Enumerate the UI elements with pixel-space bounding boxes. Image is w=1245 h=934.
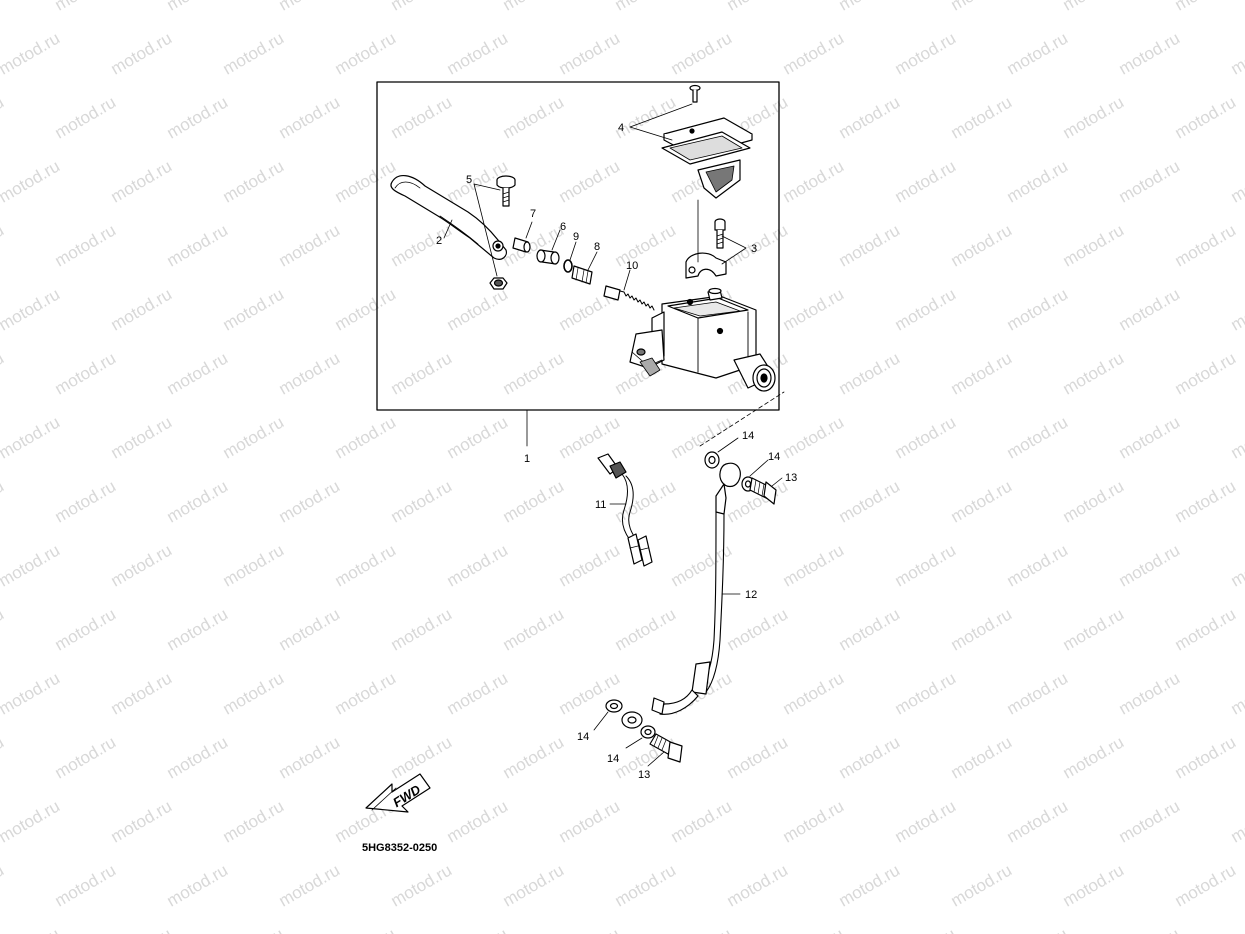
callout-5: 5 [466,174,472,186]
banjo-bolt-lower [649,733,683,763]
callout-2: 2 [436,235,442,247]
callout-8: 8 [594,241,600,253]
callout-14-upper-b: 14 [768,451,780,463]
fwd-arrow [365,773,431,813]
leader-14-lower-a [593,711,609,731]
callout-6: 6 [560,221,566,233]
assembly-frame [376,81,780,411]
leader-13-upper [771,477,783,487]
callout-14-upper-a: 14 [742,430,754,442]
brake-lever [390,175,507,260]
callout-4: 4 [618,122,624,134]
leader-4 [629,103,693,141]
callout-3: 3 [751,243,757,255]
leader-14-lower-b [625,737,643,749]
leader-9 [569,241,577,261]
washer-lower-1 [605,699,623,713]
leader-14-upper-b [749,459,769,477]
piston-spring-kit [603,285,655,311]
leader-3 [721,235,747,265]
banjo-fitting-lower [621,711,643,729]
piston [571,265,593,285]
leader-8 [587,251,598,271]
callout-11: 11 [595,499,606,511]
master-cylinder-body [629,287,776,392]
leader-14-upper-a [717,437,739,453]
brake-switch [597,453,653,567]
callout-10: 10 [626,260,638,272]
leader-13-lower [647,751,665,767]
callout-labels: 1 2 3 4 5 6 7 8 9 10 11 12 13 13 14 14 1… [436,122,797,781]
callout-14-lower-b: 14 [607,753,619,765]
circlip [563,259,573,273]
leader-7 [525,221,533,239]
leader-5 [473,183,501,277]
washer-lower-2 [640,725,656,739]
leader-10 [623,269,631,291]
callout-13-upper: 13 [785,472,797,484]
callout-13-lower: 13 [638,769,650,781]
leader-6 [551,229,561,251]
washer-upper-1 [704,451,720,469]
assembly-dash-line [699,391,785,447]
pushrod-pin [512,237,531,253]
clamp-holder [685,199,727,279]
leader-2 [443,219,453,239]
pivot-bolt [496,175,516,207]
pivot-nut [489,277,508,290]
banjo-bolt-upper [749,477,777,505]
callout-7: 7 [530,208,536,220]
dust-boot [536,249,560,265]
callout-12: 12 [745,589,757,601]
callout-14-lower-a: 14 [577,731,589,743]
reservoir-cap [661,84,753,199]
brake-hose [651,462,741,715]
callout-9: 9 [573,231,579,243]
callout-1: 1 [524,453,530,465]
diagram-code: 5HG8352-0250 [362,842,437,854]
